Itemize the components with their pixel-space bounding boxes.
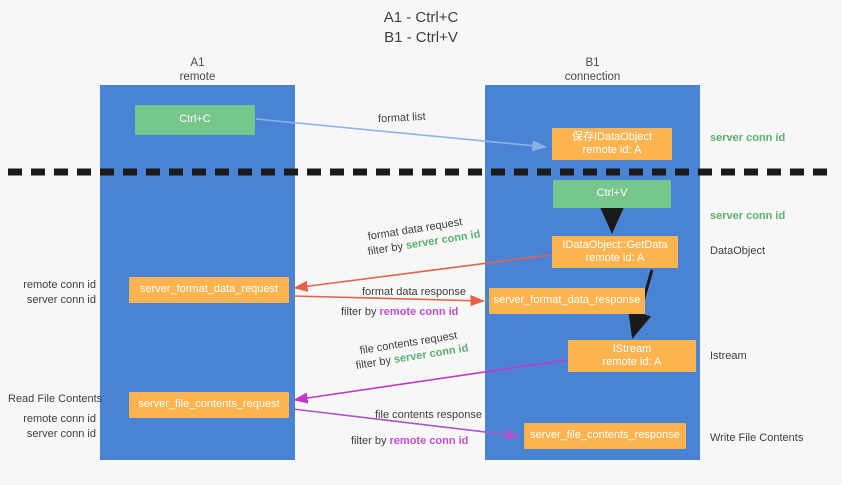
node-save-idataobject-line2: remote id: A	[582, 144, 642, 156]
filter-by-text-1: filter by	[366, 240, 404, 258]
label-remote-conn-id-2: remote conn id	[23, 413, 96, 425]
node-istream-line2: remote id: A	[602, 356, 662, 368]
node-format-data-response-label: server_format_data_response	[493, 294, 641, 307]
label-read-file-contents: Read File Contents	[8, 393, 103, 405]
node-file-contents-response-label: server_file_contents_response	[530, 429, 680, 442]
node-getdata-line1: IDataObject::GetData	[562, 238, 668, 251]
label-dataobject: DataObject	[710, 245, 766, 257]
lane-header-b1: B1 connection	[485, 56, 700, 84]
filter-by-text-4: filter by	[351, 435, 387, 447]
node-server-format-data-request[interactable]: server_format_data_request	[129, 277, 289, 303]
label-istream: Istream	[710, 350, 747, 362]
node-ctrl-c-label: Ctrl+C	[179, 113, 211, 126]
label-write-file-contents: Write File Contents	[710, 432, 804, 444]
lane-header-a1-subtitle: remote	[179, 71, 216, 83]
title-line-2: B1 - Ctrl+V	[384, 29, 458, 46]
node-save-idataobject-line1: 保存IDataObject	[571, 130, 653, 143]
node-save-idataobject[interactable]: 保存IDataObject remote id: A	[552, 128, 672, 160]
node-getdata-line2: remote id: A	[585, 252, 645, 264]
label-file-contents-response: file contents response	[375, 409, 483, 421]
label-format-list: format list	[377, 110, 426, 126]
filter-remote-conn-id-1: remote conn id	[379, 306, 459, 318]
label-format-data-response-filter: filter by remote conn id	[341, 305, 458, 320]
node-istream[interactable]: IStream remote id: A	[568, 340, 696, 372]
node-file-contents-request-label: server_file_contents_request	[138, 398, 280, 411]
title-line-1: A1 - Ctrl+C	[383, 9, 459, 26]
lane-header-a1-title: A1	[190, 57, 205, 69]
node-ctrl-v-label: Ctrl+V	[596, 187, 628, 200]
node-istream-line1: IStream	[612, 342, 652, 355]
label-format-data-response: format data response	[362, 286, 466, 298]
label-left-conn-ids-bottom: remote conn id server conn id	[8, 412, 96, 442]
node-ctrl-c[interactable]: Ctrl+C	[135, 105, 255, 135]
node-format-data-request-label: server_format_data_request	[139, 283, 279, 296]
filter-by-text-2: filter by	[341, 306, 377, 318]
lane-header-a1: A1 remote	[100, 56, 295, 84]
label-server-conn-id-top: server conn id	[710, 132, 786, 144]
label-remote-conn-id-1: remote conn id	[23, 279, 96, 291]
diagram-title: A1 - Ctrl+C B1 - Ctrl+V	[0, 8, 842, 48]
lane-header-b1-title: B1	[585, 57, 600, 69]
node-server-file-contents-request[interactable]: server_file_contents_request	[129, 392, 289, 418]
node-idataobject-getdata[interactable]: IDataObject::GetData remote id: A	[552, 236, 678, 268]
label-left-conn-ids-middle: remote conn id server conn id	[8, 278, 96, 308]
node-server-format-data-response[interactable]: server_format_data_response	[489, 288, 645, 314]
label-file-contents-response-filter: filter by remote conn id	[351, 434, 468, 449]
lane-header-b1-subtitle: connection	[564, 71, 621, 83]
node-ctrl-v[interactable]: Ctrl+V	[553, 180, 671, 208]
filter-by-text-3: filter by	[354, 354, 392, 372]
filter-remote-conn-id-2: remote conn id	[389, 435, 469, 447]
label-server-conn-id-2: server conn id	[26, 428, 96, 440]
label-server-conn-id-1: server conn id	[26, 294, 96, 306]
node-server-file-contents-response[interactable]: server_file_contents_response	[524, 423, 686, 449]
label-server-conn-id-middle: server conn id	[710, 210, 786, 222]
